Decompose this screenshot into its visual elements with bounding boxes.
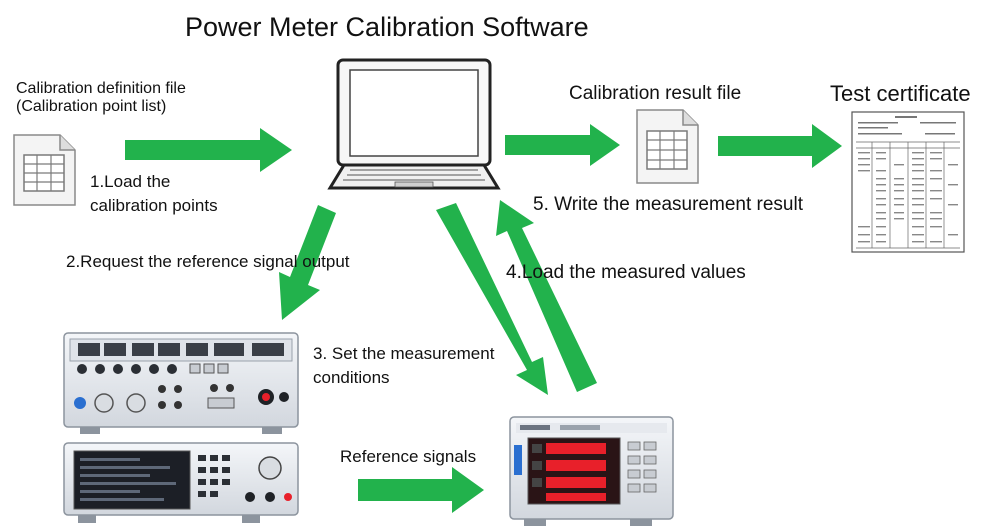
certificate-label: Test certificate [830, 81, 971, 106]
reference-signals-label: Reference signals [340, 447, 477, 466]
arrow-load-values [496, 200, 597, 392]
step-load-points-label: 1.Load the calibration points [90, 170, 218, 218]
step-set-conditions-line2: conditions [313, 367, 390, 387]
definition-file-label-line2: (Calibration point list) [16, 98, 167, 116]
definition-file-label: Calibration definition file (Calibration… [16, 80, 186, 117]
definition-file-icon [13, 134, 76, 206]
laptop-icon [327, 58, 501, 190]
step-write-result-label: 5. Write the measurement result [533, 194, 803, 215]
arrow-to-result-file [505, 124, 620, 166]
definition-file-label-line1: Calibration definition file [16, 80, 186, 97]
test-certificate-icon [851, 111, 965, 253]
step-set-conditions-label: 3. Set the measurement conditions [313, 342, 494, 390]
result-file-label: Calibration result file [569, 83, 742, 104]
step-load-points-line1: 1.Load the [90, 172, 171, 191]
diagram-title: Power Meter Calibration Software [185, 12, 589, 42]
power-meter-device [509, 416, 674, 526]
arrow-to-certificate [718, 124, 842, 168]
arrow-reference-signals [358, 467, 484, 513]
step-set-conditions-line1: 3. Set the measurement [313, 344, 495, 363]
step-request-output-label: 2.Request the reference signal output [66, 252, 350, 271]
arrow-set-conditions [436, 203, 548, 395]
arrow-request-output [279, 205, 336, 320]
reference-standard-device [63, 442, 299, 523]
signal-source-device [63, 332, 299, 434]
step-load-points-line2: calibration points [90, 195, 218, 215]
result-file-icon [636, 109, 699, 184]
arrow-load-points [125, 128, 292, 172]
step-load-values-label: 4.Load the measured values [506, 262, 746, 283]
